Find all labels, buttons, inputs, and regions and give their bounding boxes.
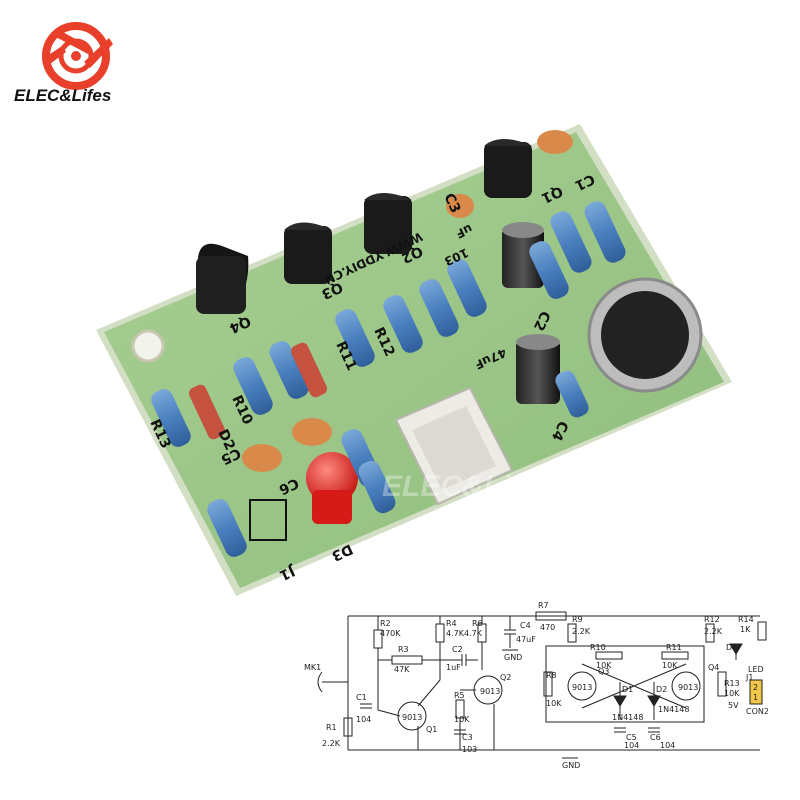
jumper-j1 [249, 499, 287, 541]
transistor-q2 [364, 193, 412, 254]
sch-q2-type: 9013 [480, 687, 500, 696]
sch-r14: R14 [738, 615, 754, 624]
sch-r5: R5 [454, 691, 465, 700]
silk-c6: C6 [276, 474, 301, 497]
sch-r4-val: 4.7K [446, 629, 465, 638]
sch-c3-val: 103 [462, 745, 477, 754]
sch-pin1: 1 [753, 693, 758, 702]
sch-c2-val: 1uF [446, 663, 461, 672]
circuit-schematic: MK1 R1 2.2K R2 470K R3 47K R4 4.7K R5 10… [304, 601, 769, 770]
brand-watermark: ELEC&Lifes [382, 470, 554, 503]
sch-c4: C4 [520, 621, 531, 630]
silk-c5: C5 [218, 444, 243, 467]
sch-5v: 5V [728, 701, 739, 710]
sch-r11: R11 [666, 643, 682, 652]
sch-r9-val: 2.2K [572, 627, 591, 636]
sch-r14-val: 1K [740, 625, 751, 634]
sch-led: LED [748, 665, 764, 674]
diode-d2 [188, 384, 226, 440]
sch-r2: R2 [380, 619, 391, 628]
transistor-q1 [484, 139, 532, 198]
sch-r10: R10 [590, 643, 606, 652]
sch-r10-val: 10K [596, 661, 612, 670]
sch-r2-val: 470K [380, 629, 401, 638]
sch-r6-val: 4.7K [464, 629, 483, 638]
sch-q4-type: 9013 [678, 683, 698, 692]
sch-c1-val: 104 [356, 715, 371, 724]
sch-r12: R12 [704, 615, 720, 624]
sch-pin2: 2 [753, 683, 758, 692]
sch-d2-type: 1N4148 [658, 705, 689, 714]
sch-c6-val: 104 [660, 741, 675, 750]
sch-q1: Q1 [426, 725, 437, 734]
silk-cap-value-3: uF [454, 221, 475, 241]
sch-c3: C3 [462, 733, 473, 742]
pcb-board: Q1 Q2 Q3 Q4 C1 C2 C3 C4 C5 C6 R10 R11 R1… [96, 124, 732, 596]
capacitor-c4 [516, 334, 560, 404]
capacitor-c5 [242, 444, 282, 472]
sch-d2: D2 [656, 685, 667, 694]
brand-logo [42, 22, 113, 90]
sch-r9: R9 [572, 615, 583, 624]
sch-d3: D3 [726, 643, 737, 652]
sch-r12-val: 2.2K [704, 627, 723, 636]
connector-j1-socket [394, 386, 514, 506]
sch-c5: C5 [626, 733, 637, 742]
sch-r5-val: 10K [454, 715, 470, 724]
sch-r13-val: 10K [724, 689, 740, 698]
capacitor-c6 [292, 418, 332, 446]
transistor-q4 [196, 243, 249, 314]
sch-con2: CON2 [746, 707, 769, 716]
sch-q3-type: 9013 [572, 683, 592, 692]
sch-r7-val: 470 [540, 623, 555, 632]
diode-d1 [290, 342, 328, 398]
sch-r8: R8 [546, 671, 557, 680]
sch-d1: D1 [622, 685, 633, 694]
sch-mk1: MK1 [304, 663, 321, 672]
sch-c4-val: 47uF [516, 635, 536, 644]
sch-q4: Q4 [708, 663, 719, 672]
silk-j1: J1 [277, 562, 298, 583]
sch-c2: C2 [452, 645, 463, 654]
sch-gnd-top: GND [504, 653, 522, 662]
capacitor-c1 [537, 130, 573, 154]
sch-r1: R1 [326, 723, 337, 732]
sch-q1-type: 9013 [402, 713, 422, 722]
led-d3 [306, 452, 358, 524]
silk-c2: C2 [530, 308, 553, 333]
silk-c3: C3 [440, 191, 463, 216]
sch-gnd-bottom: GND [562, 761, 580, 770]
sch-d1-type: 1N4148 [612, 713, 643, 722]
transistor-q3 [284, 222, 332, 284]
sch-r1-val: 2.2K [322, 739, 341, 748]
sch-r4: R4 [446, 619, 457, 628]
sch-r7: R7 [538, 601, 549, 610]
brand-name: ELEC&Lifes [14, 86, 112, 105]
sch-j1: J1 [745, 673, 753, 682]
sch-r3: R3 [398, 645, 409, 654]
sch-r6: R6 [472, 619, 483, 628]
capacitor-c2 [502, 222, 544, 288]
mounting-hole [131, 329, 165, 363]
silk-c1: C1 [572, 170, 597, 193]
sch-c6: C6 [650, 733, 661, 742]
sch-c1: C1 [356, 693, 367, 702]
sch-r8-val: 10K [546, 699, 562, 708]
sch-r11-val: 10K [662, 661, 678, 670]
sch-r3-val: 47K [394, 665, 410, 674]
sch-c5-val: 104 [624, 741, 639, 750]
logo-ring-icon [42, 22, 110, 90]
silk-c4: C4 [548, 418, 571, 443]
microphone [587, 277, 703, 393]
sch-q2: Q2 [500, 673, 511, 682]
sch-r13: R13 [724, 679, 740, 688]
capacitor-c3 [446, 194, 474, 218]
sch-q3: Q3 [598, 667, 609, 676]
resistor-array [151, 201, 626, 557]
